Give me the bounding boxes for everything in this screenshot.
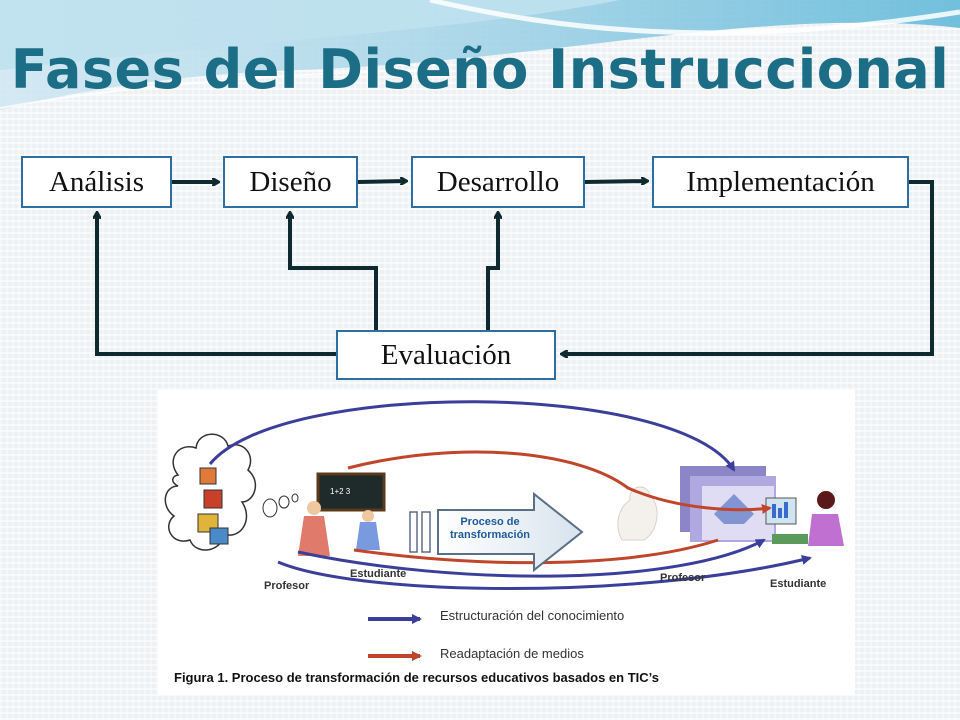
label-profesor-right: Profesor	[660, 572, 706, 584]
arrow-evaluacion-desarrollo	[486, 213, 498, 330]
phase-desarrollo: Desarrollo	[411, 156, 585, 208]
label-estudiante-right: Estudiante	[770, 578, 827, 590]
red-arrow-bottom	[353, 538, 719, 565]
phase-diseno: Diseño	[223, 156, 358, 208]
red-arrow-top	[347, 450, 772, 514]
process-label: Proceso de transformación	[449, 516, 531, 541]
phase-connectors	[0, 0, 934, 390]
legend-red-label: Readaptación de medios	[440, 646, 584, 661]
arrow-desarrollo-implementacion	[584, 181, 647, 182]
arrow-implementacion-evaluacion	[562, 180, 934, 354]
header-swoosh	[0, 0, 960, 110]
blue-arrow-top	[208, 400, 736, 472]
svg-text:1+2 3: 1+2 3	[330, 487, 351, 496]
page-title: Fases del Diseño Instruccional	[10, 38, 950, 101]
process-arrow-icon	[437, 491, 584, 573]
blue-arrow-lower	[277, 555, 812, 590]
phase-evaluacion: Evaluación	[336, 330, 556, 380]
classroom-icon: 1+2 3	[298, 472, 386, 556]
thought-cloud-icon	[164, 433, 299, 551]
label-profesor-left: Profesor	[264, 580, 310, 592]
label-estudiante-left: Estudiante	[350, 568, 407, 580]
phase-analisis: Análisis	[21, 156, 172, 208]
computer-icon	[617, 466, 844, 546]
phase-implementacion: Implementación	[652, 156, 909, 208]
figure-caption: Figura 1. Proceso de transformación de r…	[174, 670, 660, 685]
blue-arrow-bottom	[297, 538, 766, 578]
legend-blue-label: Estructuración del conocimiento	[440, 608, 625, 623]
arrow-evaluacion-diseno	[290, 213, 378, 330]
figure-ict-transformation: 1+2 3	[158, 390, 855, 695]
arrow-evaluacion-analisis	[97, 213, 336, 356]
figure-illustration: 1+2 3	[164, 400, 844, 661]
arrow-diseno-desarrollo	[357, 181, 406, 182]
